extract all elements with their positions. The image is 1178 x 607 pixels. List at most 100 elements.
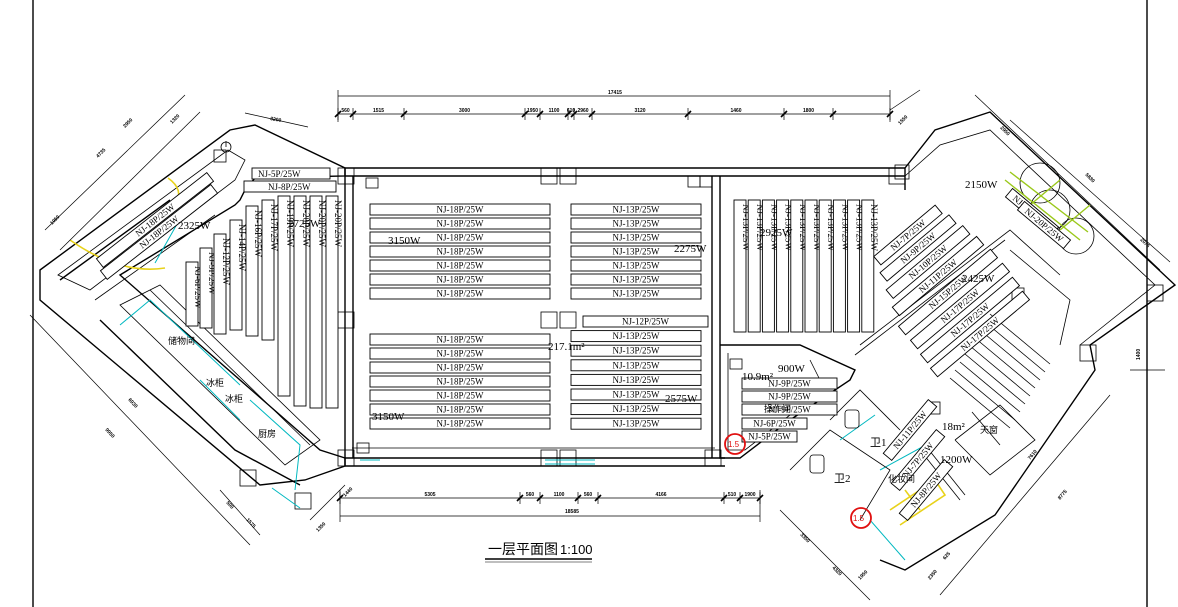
heater-mid-right-upper-6: NJ-13P/25W	[570, 287, 702, 300]
heater-mid-right-lower-1-label: NJ-13P/25W	[613, 331, 661, 341]
heater-control-4: NJ-5P/25W	[741, 430, 798, 443]
heater-left-vertical-6-label: NJ-19P/25W	[285, 200, 295, 248]
dim-right-1400: 1400	[1136, 349, 1142, 360]
heater-mid-left-lower-4-label: NJ-18P/25W	[437, 391, 485, 401]
staircase	[949, 313, 1051, 429]
dim-left-1320: 1320	[169, 113, 181, 125]
dim-right-7610: 7610	[1027, 449, 1039, 462]
heater-mid-right-lower-6-label: NJ-13P/25W	[613, 404, 661, 414]
heater-mid-right-lower-7-label: NJ-13P/25W	[613, 419, 661, 429]
heater-mid-right-upper-3: NJ-13P/25W	[570, 245, 702, 258]
dim-top-total: 17415	[608, 90, 622, 96]
heater-mid-left-lower-2: NJ-18P/25W	[369, 361, 551, 374]
room-atrium: 天窗	[980, 424, 998, 435]
drawing-scale: 1:100	[560, 542, 593, 557]
dim-bottom-seg-5: 510	[728, 492, 737, 498]
heater-left-vertical-6: NJ-19P/25W	[277, 195, 295, 397]
heater-control-3: NJ-6P/25W	[741, 417, 808, 430]
dim-bottom-seg-4: 4166	[655, 492, 666, 498]
heater-mid-right-lower-7: NJ-13P/25W	[570, 417, 702, 430]
heater-control-1: NJ-9P/25W	[741, 390, 838, 403]
dim-top-seg-5: 610	[567, 108, 576, 114]
dim-top-seg-9: 1800	[803, 108, 814, 114]
heater-left-vertical-5-label: NJ-17P/25W	[269, 204, 279, 252]
heater-right-vertical-0: NJ-13P/25W	[733, 199, 751, 333]
heater-left-vertical-2: NJ-12P/25W	[213, 233, 231, 335]
power-2150w: 2150W	[965, 179, 998, 191]
heater-right-vertical-4: NJ-13P/25W	[790, 199, 808, 333]
room-control: 操作间	[764, 403, 791, 414]
heater-mid-right-upper-1-label: NJ-13P/25W	[613, 219, 661, 229]
heater-mid-left-lower-3-label: NJ-18P/25W	[437, 377, 485, 387]
dim-left-1440: 1440	[342, 486, 354, 498]
marker-1: 1.5	[728, 440, 740, 449]
room-kitchen: 厨房	[258, 428, 276, 439]
heater-mid-right-upper-3-label: NJ-13P/25W	[613, 247, 661, 257]
heater-right-vertical-2: NJ-13P/25W	[761, 199, 779, 333]
heater-left-vertical-1-label: NJ-9P/25W	[207, 252, 217, 295]
area-restroom: 18m²	[942, 421, 966, 433]
dim-bottom-seg-6: 1900	[744, 492, 755, 498]
heater-mid-right-upper-5-label: NJ-13P/25W	[613, 275, 661, 285]
dim-right-1550: 1550	[897, 114, 909, 126]
power-2275w: 2275W	[674, 243, 707, 255]
heater-top-a-text: NJ-5P/25W	[258, 169, 301, 179]
heater-mid-right-lower-4-label: NJ-13P/25W	[613, 375, 661, 385]
heater-mid-left-lower-1-label: NJ-18P/25W	[437, 349, 485, 359]
dim-top-seg-0: 560	[341, 108, 350, 114]
marker-circles: 1.5 1.5	[724, 433, 872, 529]
heater-right-vertical-9-label: NJ-13P/25W	[869, 204, 879, 252]
heater-mid-left-upper-5: NJ-18P/25W	[369, 273, 551, 286]
heater-mid-right-lower-1: NJ-13P/25W	[570, 330, 702, 343]
heater-left-vertical-0-label: NJ-6P/25W	[193, 266, 203, 309]
heater-mid-right-upper-5: NJ-13P/25W	[570, 273, 702, 286]
heater-mid-right-upper-0-label: NJ-13P/25W	[613, 205, 661, 215]
heater-top-b-text: NJ-8P/25W	[268, 182, 311, 192]
heater-right-vertical-2-label: NJ-13P/25W	[769, 204, 779, 252]
heater-left-vertical-9-label: NJ-20P/25W	[333, 200, 343, 248]
heater-left-vertical-3: NJ-14P/25W	[229, 219, 247, 331]
dim-bottom-seg-2: 1100	[554, 492, 565, 498]
dim-left-6930: 6930	[127, 397, 139, 409]
power-2325w: 2325W	[178, 220, 211, 232]
heater-right-vertical-4-label: NJ-13P/25W	[798, 204, 808, 252]
dim-bottom-seg-1: 560	[526, 492, 535, 498]
heater-left-vertical-4: NJ-16P/25W	[245, 205, 263, 337]
power-2725w: 2725W	[288, 218, 321, 230]
dim-top-seg-8: 1460	[730, 108, 741, 114]
room-fridge-2: 冰柜	[225, 393, 243, 404]
heater-mid-left-upper-2: NJ-18P/25W	[369, 231, 551, 244]
heater-right-vertical-5-label: NJ-13P/25W	[812, 204, 822, 252]
dim-right-3350: 3350	[799, 532, 811, 544]
heater-left-vertical-4-label: NJ-16P/25W	[253, 210, 263, 258]
dim-left-1575: 1575	[245, 517, 257, 529]
heater-right-vertical-7-label: NJ-13P/25W	[840, 204, 850, 252]
heater-right-vertical-6: NJ-13P/25W	[818, 199, 836, 333]
heater-right-vertical-1-label: NJ-13P/25W	[755, 204, 765, 252]
heater-mid-left-lower-1: NJ-18P/25W	[369, 347, 551, 360]
heater-mid-right-lower-6: NJ-13P/25W	[570, 403, 702, 416]
heater-left-vertical-5: NJ-17P/25W	[261, 199, 279, 341]
heater-left-vertical-9: NJ-20P/25W	[325, 195, 343, 409]
power-2575w: 2575W	[665, 393, 698, 405]
dim-left-3200: 3200	[270, 116, 282, 124]
marker-2: 1.5	[853, 514, 865, 523]
main-hall-walls	[337, 167, 906, 467]
drawing-title: 一层平面图 1:100	[485, 541, 593, 563]
heater-mid-left-upper-3-label: NJ-18P/25W	[437, 247, 485, 257]
heater-right-vertical-8: NJ-13P/25W	[847, 199, 865, 333]
room-wc-2: 卫2	[834, 473, 851, 485]
heater-mid-left-lower-5: NJ-18P/25W	[369, 403, 551, 416]
heater-mid-right-lower-0-label: NJ-12P/25W	[622, 317, 670, 327]
heater-mid-left-upper-4: NJ-18P/25W	[369, 259, 551, 272]
power-2925w: 2925W	[760, 227, 793, 239]
dim-right-5830: 5830	[1084, 172, 1096, 184]
heater-mid-left-lower-5-label: NJ-18P/25W	[437, 405, 485, 415]
heater-mid-right-lower-5: NJ-13P/25W	[570, 388, 702, 401]
heater-left-vertical-7-label: NJ-20P/25W	[301, 200, 311, 248]
heater-right-vertical-3: NJ-13P/25W	[776, 199, 794, 333]
dim-right-8775: 8775	[1057, 489, 1069, 502]
heater-mid-right-lower-3-label: NJ-13P/25W	[613, 360, 661, 370]
dim-right-4320: 4320	[831, 565, 843, 577]
